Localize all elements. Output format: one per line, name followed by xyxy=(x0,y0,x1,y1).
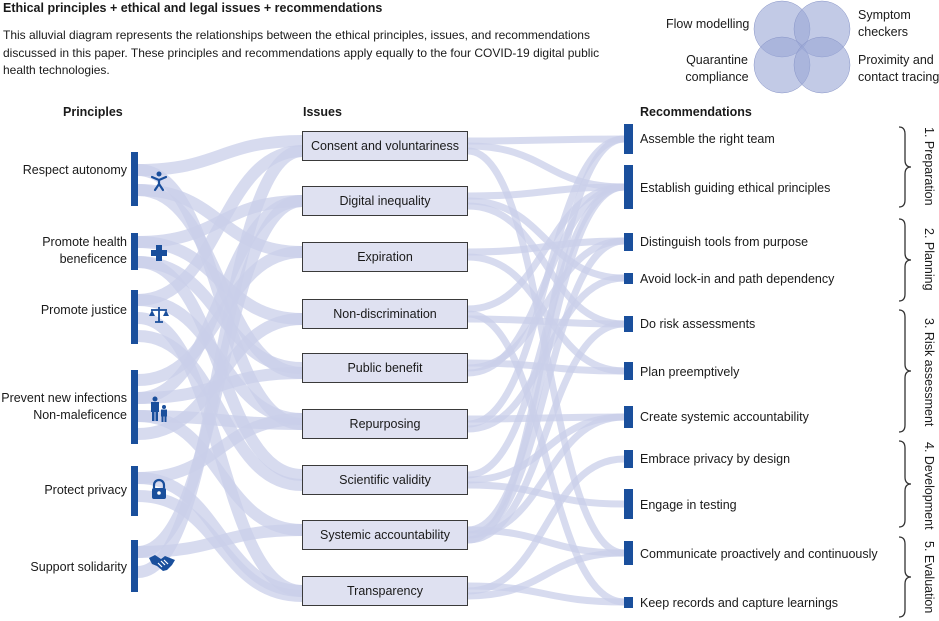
flow-ribbon xyxy=(467,237,625,539)
medical-cross-icon xyxy=(148,242,170,264)
rec-privacy-by-design: Embrace privacy by design xyxy=(640,452,791,466)
issue-transparency: Transparency xyxy=(302,576,468,606)
stage-label-risk-assessment: 3. Risk assessment xyxy=(922,318,936,427)
people-icon xyxy=(148,396,170,422)
flow-ribbon xyxy=(467,253,625,375)
rec-guiding-principles: Establish guiding ethical principles xyxy=(640,181,831,195)
flow-ribbon xyxy=(467,310,625,606)
principle-bar-promote-justice xyxy=(131,290,138,344)
venn-label-flow-modelling: Flow modelling xyxy=(666,17,750,31)
issue-repurposing: Repurposing xyxy=(302,409,468,439)
rec-systemic-accountability: Create systemic accountability xyxy=(640,410,809,424)
recommendations-heading: Recommendations xyxy=(640,105,752,119)
stage-brace-risk-assessment xyxy=(898,309,912,433)
flow-ribbon xyxy=(137,246,303,386)
flow-ribbon xyxy=(467,202,625,328)
issue-consent: Consent and voluntariness xyxy=(302,131,468,161)
stage-label-preparation: 1. Preparation xyxy=(922,127,936,206)
handshake-icon xyxy=(148,551,176,573)
principle-bar-promote-health xyxy=(131,233,138,270)
flow-ribbon xyxy=(467,183,625,200)
stage-label-development: 4. Development xyxy=(922,442,936,530)
rec-bar-systemic-accountability xyxy=(624,406,633,428)
flow-ribbon xyxy=(136,145,304,578)
principles-heading: Principles xyxy=(63,105,123,119)
venn-circle-proximity xyxy=(793,36,851,94)
issue-public-benefit: Public benefit xyxy=(302,353,468,383)
flow-ribbon xyxy=(137,145,303,306)
flow-ribbon xyxy=(137,236,303,325)
rec-bar-plan-preemptively xyxy=(624,362,633,380)
diagram-title: Ethical principles + ethical and legal i… xyxy=(3,1,383,15)
rec-bar-testing xyxy=(624,489,633,519)
principle-promote-justice: Promote justice xyxy=(40,303,127,317)
rec-distinguish-tools: Distinguish tools from purpose xyxy=(640,235,809,249)
stage-brace-preparation xyxy=(898,126,912,208)
flow-ribbon xyxy=(137,135,303,176)
principle-prevent-new-infections: Prevent new infections Non-maleficence xyxy=(1,391,127,422)
flow-ribbon xyxy=(467,237,625,372)
stage-brace-evaluation xyxy=(898,536,912,618)
stage-brace-planning xyxy=(898,218,912,302)
principle-bar-prevent-infections xyxy=(131,370,138,444)
flow-ribbon xyxy=(467,549,625,600)
issue-non-discrimination: Non-discrimination xyxy=(302,299,468,329)
issues-heading: Issues xyxy=(303,105,342,119)
person-icon xyxy=(148,170,170,192)
principle-protect-privacy: Protect privacy xyxy=(44,483,127,497)
flow-ribbon xyxy=(467,481,625,508)
rec-avoid-lockin: Avoid lock-in and path dependency xyxy=(640,272,835,286)
flow-ribbon xyxy=(467,197,625,282)
principle-promote-health-beneficence: Promote health beneficence xyxy=(42,235,127,266)
rec-keep-records: Keep records and capture learnings xyxy=(640,596,839,610)
rec-risk-assessments: Do risk assessments xyxy=(640,317,756,331)
stage-label-evaluation: 5. Evaluation xyxy=(922,541,936,614)
rec-testing: Engage in testing xyxy=(640,498,737,512)
venn-diagram xyxy=(753,0,851,94)
rec-bar-privacy-by-design xyxy=(624,450,633,468)
venn-label-quarantine-compliance: Quarantine compliance xyxy=(685,53,749,84)
issue-expiration: Expiration xyxy=(302,242,468,272)
rec-bar-risk-assessments xyxy=(624,316,633,332)
diagram-description: This alluvial diagram represents the rel… xyxy=(3,28,600,77)
rec-bar-assemble-team xyxy=(624,124,633,154)
rec-bar-communicate xyxy=(624,541,633,565)
rec-bar-keep-records xyxy=(624,597,633,608)
scales-icon xyxy=(148,304,170,326)
flow-ribbon xyxy=(467,455,625,595)
rec-bar-ethical-principles xyxy=(624,165,633,209)
flow-ribbon xyxy=(467,183,625,534)
rec-bar-avoid-lockin xyxy=(624,273,633,284)
venn-label-proximity-tracing: Proximity and contact tracing xyxy=(858,53,939,84)
principle-bar-protect-privacy xyxy=(131,466,138,516)
principle-bar-support-solidarity xyxy=(131,540,138,592)
principle-support-solidarity: Support solidarity xyxy=(30,560,127,574)
stage-label-planning: 2. Planning xyxy=(922,228,936,291)
rec-plan-preemptively: Plan preemptively xyxy=(640,365,740,379)
principle-respect-autonomy: Respect autonomy xyxy=(22,163,127,177)
flow-ribbon xyxy=(137,330,303,491)
issue-digital-inequality: Digital inequality xyxy=(302,186,468,216)
stage-brace-development xyxy=(898,440,912,528)
issue-systemic-accountability: Systemic accountability xyxy=(302,520,468,550)
principle-bar-respect-autonomy xyxy=(131,152,138,206)
padlock-icon xyxy=(148,478,170,500)
issue-scientific-validity: Scientific validity xyxy=(302,465,468,495)
flow-ribbon xyxy=(137,413,303,484)
venn-label-symptom-checkers: Symptom checkers xyxy=(858,8,911,39)
flow-ribbon xyxy=(467,135,625,145)
rec-bar-distinguish-tools xyxy=(624,233,633,251)
rec-assemble-team: Assemble the right team xyxy=(640,132,775,146)
rec-communicate: Communicate proactively and continuously xyxy=(640,547,878,561)
